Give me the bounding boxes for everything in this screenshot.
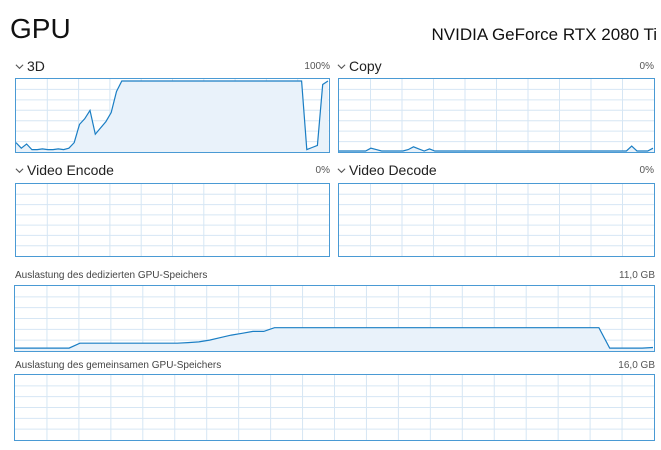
shared-memory-label: Auslastung des gemeinsamen GPU-Speichers: [15, 360, 222, 371]
engine-video-decode-selector[interactable]: Video Decode: [337, 161, 437, 179]
history-area: [16, 81, 329, 152]
chevron-down-icon: [15, 167, 24, 173]
shared-memory-value: 16,0 GB: [618, 360, 655, 371]
engine-video-encode-graph: [15, 183, 330, 257]
engine-copy-graph: [338, 78, 655, 153]
engine-3d-percent: 100%: [304, 61, 330, 72]
history-line: [16, 80, 329, 151]
engine-3d-label: 3D: [27, 58, 45, 74]
gpu-name: NVIDIA GeForce RTX 2080 Ti: [431, 25, 658, 44]
dedicated-memory-graph: [14, 285, 655, 352]
engine-video-encode-selector[interactable]: Video Encode: [15, 161, 114, 179]
history-area: [339, 146, 654, 152]
engine-copy-label: Copy: [349, 58, 382, 74]
dedicated-memory-label: Auslastung des dedizierten GPU-Speichers: [15, 270, 208, 281]
engine-3d-selector[interactable]: 3D: [15, 57, 45, 75]
chevron-down-icon: [15, 63, 24, 69]
engine-video-decode-label: Video Decode: [349, 162, 437, 178]
shared-memory-graph: [14, 374, 655, 441]
dedicated-memory-value: 11,0 GB: [619, 270, 655, 281]
engine-video-encode-label: Video Encode: [27, 162, 114, 178]
engine-copy-percent: 0%: [639, 61, 654, 72]
chevron-down-icon: [337, 167, 346, 173]
history-line: [339, 145, 654, 152]
engine-copy-selector[interactable]: Copy: [337, 57, 382, 75]
engine-video-encode-percent: 0%: [315, 165, 330, 176]
history-line: [15, 327, 654, 349]
engine-video-decode-graph: [338, 183, 655, 257]
engine-3d-graph: [15, 78, 330, 153]
engine-video-decode-percent: 0%: [639, 165, 654, 176]
chevron-down-icon: [337, 63, 346, 69]
page-title: GPU: [10, 13, 71, 44]
history-area: [15, 327, 654, 351]
